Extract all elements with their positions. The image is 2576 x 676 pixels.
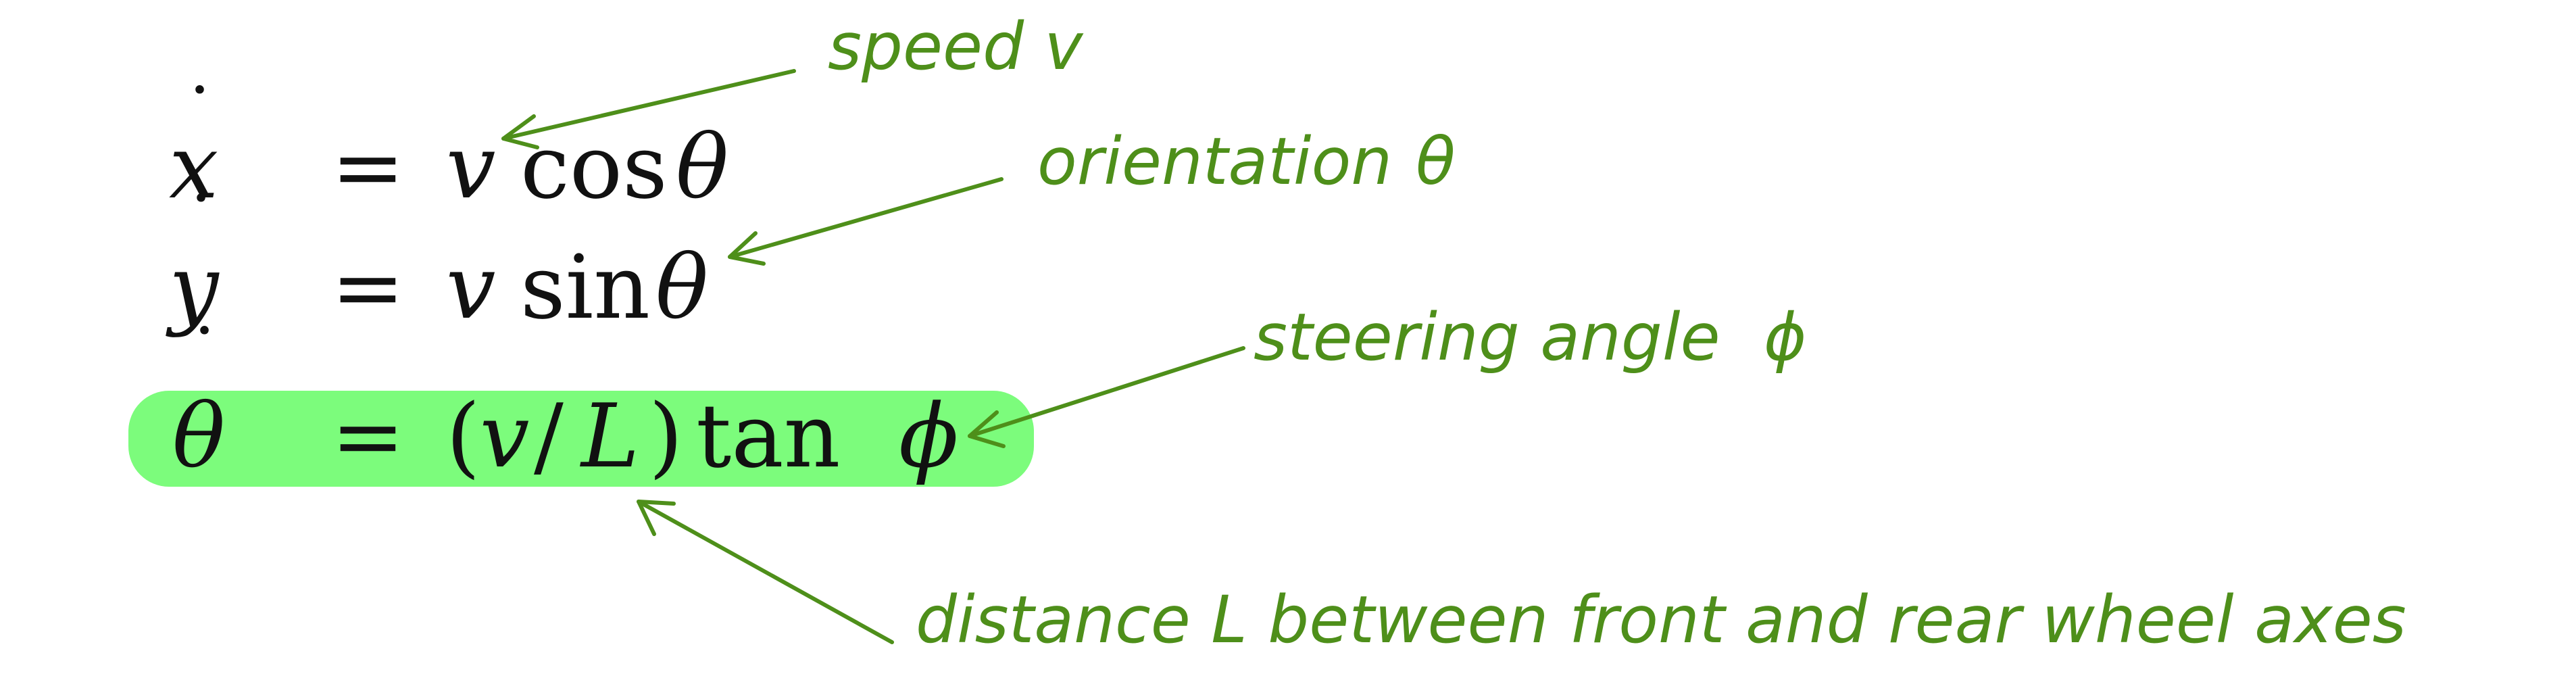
- eq2-arg: θ: [655, 236, 708, 339]
- annotation-speed: speed v: [501, 9, 1084, 149]
- eq3-arg: ϕ: [899, 385, 959, 487]
- eq2-var-v: v: [446, 236, 495, 339]
- arrow-steering: [968, 346, 1245, 438]
- annotation-distance-label: distance L between front and rear wheel …: [916, 582, 2406, 658]
- arrow-speed: [501, 69, 796, 141]
- eq3-slash: /: [534, 385, 564, 487]
- eq3-close-paren: ): [649, 385, 683, 487]
- equation-highlight: [128, 391, 1034, 487]
- equation-row-1: ˙ x = v cos θ: [169, 73, 728, 218]
- eq1-var-v: v: [446, 116, 495, 218]
- annotation-orientation: orientation θ: [728, 124, 1456, 266]
- arrowhead-distance-icon: [637, 500, 676, 536]
- eq3-func: tan: [696, 385, 840, 487]
- eq3-equals: =: [331, 385, 405, 487]
- annotation-speed-label: speed v: [828, 9, 1084, 84]
- annotation-orientation-label: orientation: [1037, 124, 1392, 199]
- annotation-orientation-symbol: θ: [1416, 124, 1456, 199]
- eq2-equals: =: [331, 236, 405, 339]
- arrowhead-speed-icon: [501, 114, 539, 149]
- annotation-steering-label: steering angle: [1254, 299, 1720, 375]
- eq3-var-L: L: [580, 385, 639, 487]
- eq1-func: cos: [520, 116, 668, 218]
- eq3-lhs: θ: [172, 385, 225, 487]
- arrow-orientation: [728, 177, 1004, 259]
- eq2-func: sin: [520, 236, 650, 339]
- annotation-steering-symbol: ϕ: [1764, 299, 1806, 375]
- eq3-var-v: v: [480, 385, 529, 487]
- arrow-distance: [637, 500, 894, 644]
- eq1-lhs: x: [169, 116, 218, 218]
- eq1-equals: =: [331, 116, 405, 218]
- annotation-steering: steering angle ϕ: [968, 299, 1806, 448]
- equation-row-3: ˙ θ = ( v / L ) tan ϕ: [172, 314, 959, 487]
- eq3-open-paren: (: [446, 385, 480, 487]
- eq2-lhs: y: [166, 236, 220, 339]
- equation-row-2: ˙ y = v sin θ: [166, 181, 708, 339]
- eq1-arg: θ: [676, 116, 728, 218]
- eq2-lhs-dot: ˙: [182, 181, 220, 268]
- eq1-lhs-dot: ˙: [181, 73, 218, 160]
- eq3-lhs-dot: ˙: [186, 314, 223, 400]
- arrowhead-steering-icon: [968, 410, 1006, 448]
- annotation-distance: distance L between front and rear wheel …: [637, 500, 2406, 658]
- arrowhead-orientation-icon: [728, 231, 766, 266]
